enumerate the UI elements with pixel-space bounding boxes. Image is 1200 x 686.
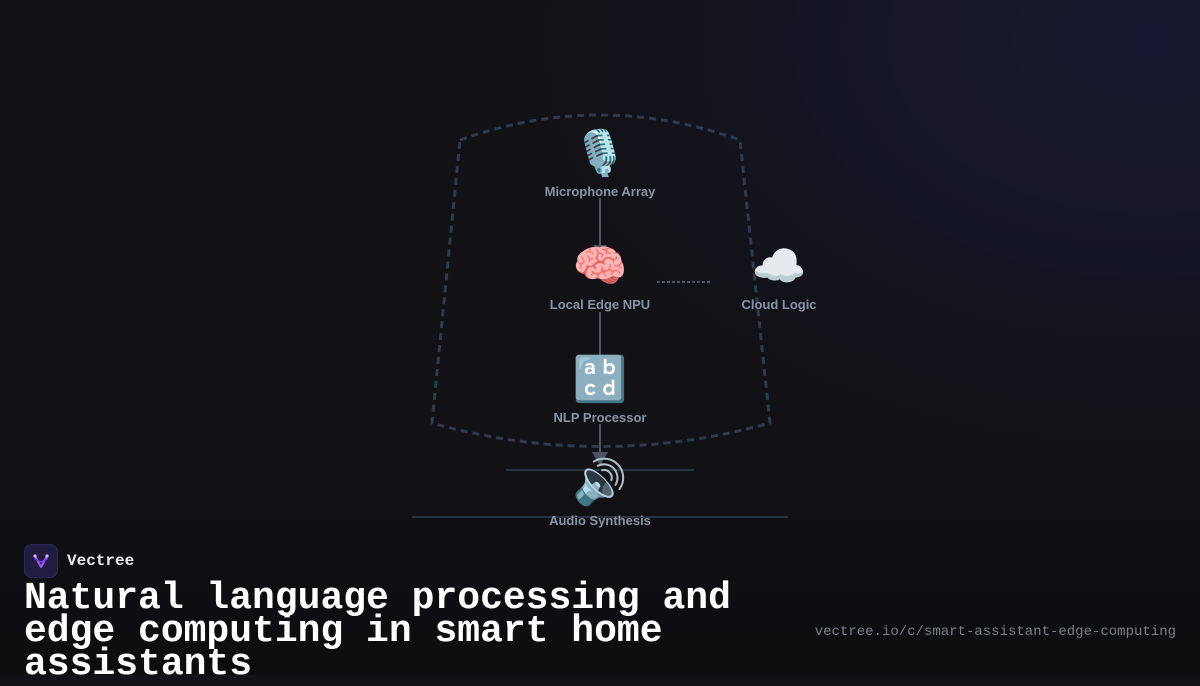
node-nlp-processor: 🔡 NLP Processor	[520, 354, 680, 426]
node-audio-synthesis: 🔊 Audio Synthesis	[520, 457, 680, 529]
node-cloud-logic: ☁️ Cloud Logic	[699, 241, 859, 313]
page-title: Natural language processing and edge com…	[24, 577, 731, 686]
node-microphone-array: 🎙️ Microphone Array	[520, 128, 680, 200]
brand-name: Vectree	[67, 552, 135, 570]
source-url: vectree.io/c/smart-assistant-edge-comput…	[814, 624, 1176, 640]
node-label: Microphone Array	[544, 184, 656, 199]
brand: Vectree	[24, 544, 134, 578]
node-label: NLP Processor	[553, 410, 647, 425]
brain-icon: 🧠	[572, 241, 628, 292]
node-label: Audio Synthesis	[549, 513, 651, 528]
abcd-letters-icon: 🔡	[572, 354, 628, 405]
node-label: Cloud Logic	[741, 297, 817, 312]
arrowhead-mic-npu	[593, 245, 607, 254]
vectree-logo-icon	[24, 544, 58, 578]
arrowhead-nlp-audio	[592, 452, 608, 466]
node-local-edge-npu: 🧠 Local Edge NPU	[520, 241, 680, 313]
edge-boundary	[430, 113, 772, 448]
microphone-icon: 🎙️	[572, 128, 628, 179]
node-label: Local Edge NPU	[549, 297, 651, 312]
cloud-icon: ☁️	[751, 241, 807, 292]
speaker-icon: 🔊	[572, 457, 628, 508]
